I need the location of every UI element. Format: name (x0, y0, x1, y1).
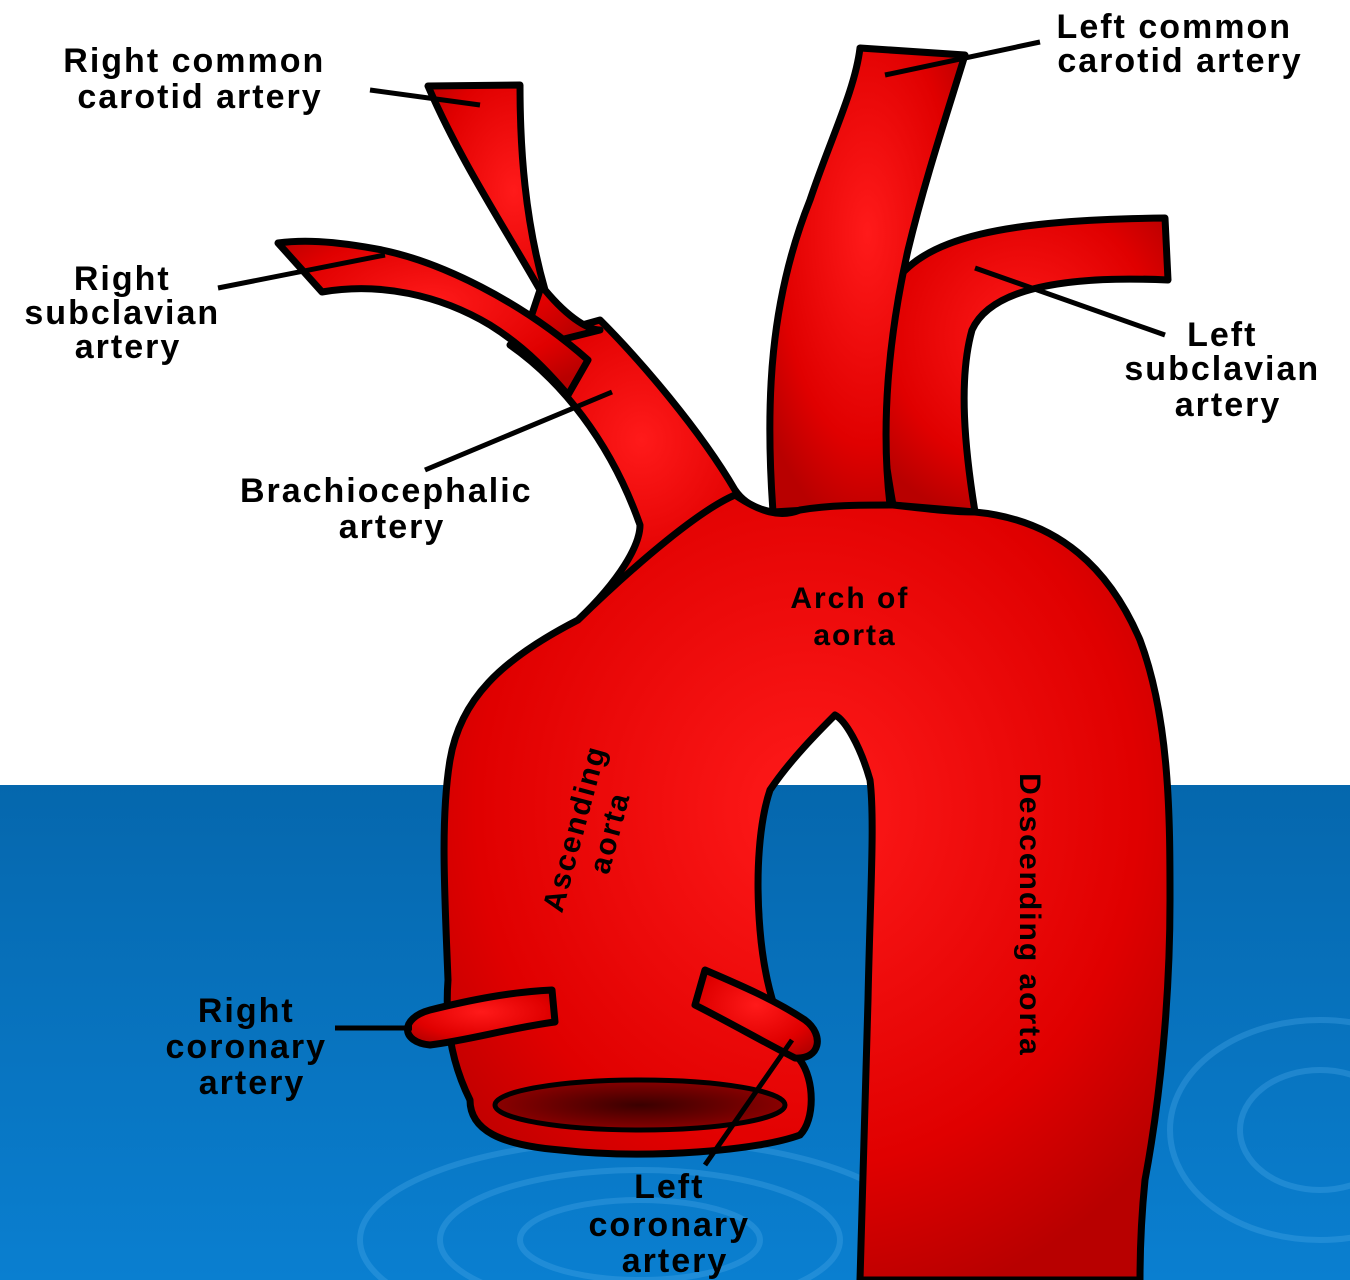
left-common-carotid-label: Left common carotid artery (1057, 8, 1304, 80)
aortic-opening (495, 1080, 785, 1130)
descending-aorta-label: Descending aorta (1013, 773, 1046, 1057)
right-common-carotid-label: Right common carotid artery (63, 42, 336, 116)
